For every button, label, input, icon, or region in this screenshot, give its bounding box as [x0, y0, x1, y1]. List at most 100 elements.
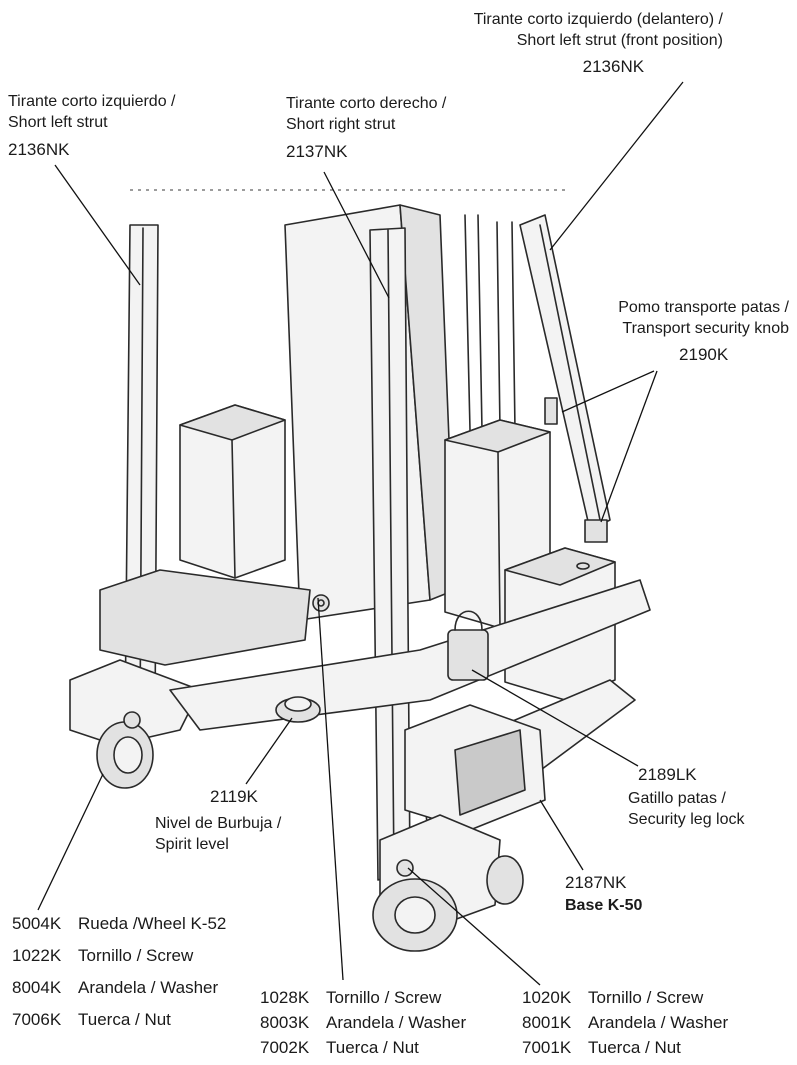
parts-row: 7006K Tuerca / Nut	[12, 1010, 171, 1030]
part-code: 7006K	[12, 1010, 62, 1029]
parts-row: 1022K Tornillo / Screw	[12, 946, 193, 966]
right-strut-edge	[387, 229, 395, 873]
front-wheel-hub	[394, 896, 436, 934]
front-wheel-bolt	[396, 859, 414, 877]
part-code: 8003K	[260, 1013, 310, 1032]
callout-transport-knob: Pomo transporte patas / Transport securi…	[618, 297, 789, 365]
part-code: 2190K	[679, 345, 729, 364]
left-cross-beam	[99, 569, 311, 666]
part-code: 2137NK	[286, 142, 348, 161]
callout-leg-lock-code: 2189LK	[638, 764, 697, 785]
part-code: 5004K	[12, 914, 62, 933]
parts-row: 1020K Tornillo / Screw	[522, 988, 703, 1008]
part-code: 8004K	[12, 978, 62, 997]
part-code: 2136NK	[8, 140, 70, 159]
leg-lock-trigger	[447, 629, 489, 681]
callout-line1: Tirante corto izquierdo (delantero) /	[473, 11, 723, 28]
right-rear-box-top	[444, 419, 551, 453]
callout-line2: Short left strut (front position)	[516, 32, 723, 49]
part-code: 1022K	[12, 946, 62, 965]
part-code: 2119K	[210, 787, 258, 806]
parts-row: 1028K Tornillo / Screw	[260, 988, 441, 1008]
back-upright	[496, 221, 501, 431]
front-lower-box-face	[454, 729, 526, 816]
leader-knob-upper	[561, 370, 655, 413]
part-code: 2189LK	[638, 765, 697, 784]
part-code: 8001K	[522, 1013, 572, 1032]
leader-knob-lower	[600, 370, 658, 523]
callout-spirit-level-code: 2119K	[210, 786, 258, 807]
left-rear-box-edge	[231, 439, 236, 579]
left-leg-housing	[69, 659, 201, 746]
callout-right-strut: Tirante corto derecho / Short right stru…	[286, 93, 446, 162]
callout-line2: Spirit level	[155, 836, 229, 853]
part-desc: Arandela / Washer	[78, 978, 219, 997]
parts-row: 8004K Arandela / Washer	[12, 978, 218, 998]
part-code: 1020K	[522, 988, 572, 1007]
left-rear-box-top	[179, 404, 286, 441]
box-hole	[576, 562, 590, 570]
part-code: 1028K	[260, 988, 310, 1007]
part-desc: Arandela / Washer	[588, 1013, 729, 1032]
part-desc: Rueda /Wheel K-52	[78, 914, 227, 933]
leader-front-wheel	[407, 867, 541, 986]
back-upright	[511, 221, 516, 431]
part-desc: Tuerca / Nut	[78, 1010, 171, 1029]
leader-right-strut	[323, 171, 390, 299]
spirit-level-bubble	[284, 696, 312, 712]
left-wheel-bolt	[123, 711, 141, 729]
callout-line1: Gatillo patas /	[628, 790, 726, 807]
leader-strut-front	[549, 81, 684, 251]
callout-line2: Transport security knob	[622, 320, 789, 337]
part-code: 2136NK	[582, 57, 645, 76]
parts-row: 7002K Tuerca / Nut	[260, 1038, 419, 1058]
callout-line2: Short left strut	[8, 114, 108, 131]
part-desc: Tornillo / Screw	[78, 946, 194, 965]
callout-leg-lock: Gatillo patas / Security leg lock	[628, 788, 745, 830]
left-wheel-hub	[113, 736, 143, 774]
strut-front-edge	[539, 224, 601, 521]
part-code: 2187NK	[565, 873, 627, 892]
base-title: Base K-50	[565, 897, 643, 914]
right-rear-box-edge	[497, 451, 501, 629]
leader-base	[539, 799, 584, 871]
leader-spirit-level	[245, 717, 293, 785]
callout-left-strut: Tirante corto izquierdo / Short left str…	[8, 91, 175, 160]
callout-line1: Pomo transporte patas /	[618, 299, 789, 316]
part-code: 7002K	[260, 1038, 310, 1057]
parts-row: 8001K Arandela / Washer	[522, 1013, 728, 1033]
right-leg-box-top	[504, 547, 616, 586]
back-upright	[477, 214, 483, 431]
part-desc: Arandela / Washer	[326, 1013, 467, 1032]
callout-line1: Nivel de Burbuja /	[155, 815, 282, 832]
leader-left-wheel	[37, 773, 104, 911]
strut-front-right	[519, 214, 611, 531]
part-desc: Tornillo / Screw	[326, 988, 442, 1007]
part-code: 7001K	[522, 1038, 572, 1057]
base-rail-back	[169, 579, 651, 731]
callout-line1: Tirante corto derecho /	[286, 95, 447, 112]
callout-line2: Security leg lock	[628, 811, 745, 828]
parts-row: 7001K Tuerca / Nut	[522, 1038, 681, 1058]
leg-lock-loop	[454, 610, 483, 631]
callout-line2: Short right strut	[286, 116, 396, 133]
part-desc: Tuerca / Nut	[588, 1038, 681, 1057]
rear-wheel-right	[486, 855, 524, 905]
mast-bolt	[312, 594, 330, 612]
transport-knob-lower	[584, 519, 608, 543]
parts-row: 8003K Arandela / Washer	[260, 1013, 466, 1033]
back-upright	[464, 214, 471, 431]
leader-leg-lock	[471, 669, 639, 767]
leader-left-strut	[54, 164, 141, 286]
transport-knob-upper	[544, 397, 558, 425]
right-strut-bar	[369, 227, 411, 881]
callout-spirit-level: Nivel de Burbuja / Spirit level	[155, 813, 281, 855]
leader-mast-bolt	[317, 597, 344, 981]
callout-base: 2187NK Base K-50	[565, 872, 642, 916]
part-desc: Tornillo / Screw	[588, 988, 704, 1007]
callout-line1: Tirante corto izquierdo /	[8, 93, 176, 110]
part-desc: Tuerca / Nut	[326, 1038, 419, 1057]
parts-row: 5004K Rueda /Wheel K-52	[12, 914, 226, 934]
